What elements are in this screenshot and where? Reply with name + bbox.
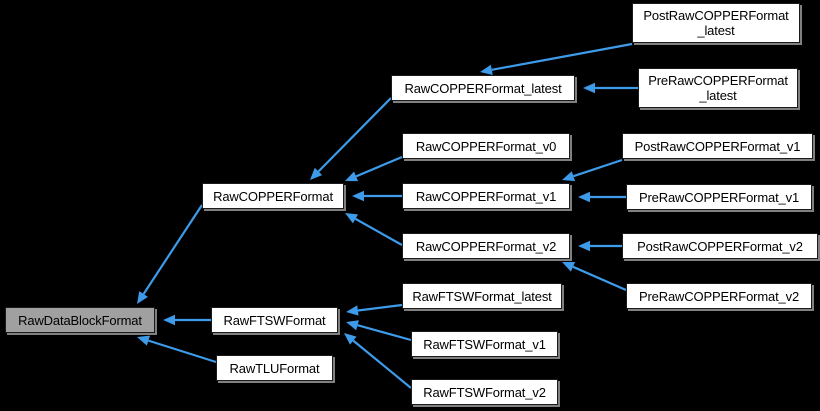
class-node-prerawcopperformat-v2[interactable]: PreRawCOPPERFormat_v2 <box>626 283 812 309</box>
inheritance-edge <box>310 97 392 180</box>
edge-arrowhead <box>578 191 590 203</box>
edge-arrowhead <box>578 240 590 252</box>
class-node-label: RawFTSWFormat_v1 <box>423 336 546 352</box>
edge-arrowhead <box>583 82 595 94</box>
inheritance-edge <box>562 262 627 292</box>
edge-arrowhead <box>344 333 357 345</box>
class-node-label: PostRawCOPPERFormat _latest <box>643 8 789 38</box>
edge-arrowhead <box>345 213 359 224</box>
edge-arrowhead <box>480 64 493 75</box>
class-node-label: RawDataBlockFormat <box>18 312 142 328</box>
class-node-label: RawCOPPERFormat_v1 <box>415 188 557 204</box>
edge-arrowhead <box>562 171 576 182</box>
class-node-rawcopperformat[interactable]: RawCOPPERFormat <box>202 183 344 209</box>
class-node-label: RawCOPPERFormat_latest <box>404 80 562 96</box>
inheritance-edge <box>562 158 623 182</box>
edge-line <box>352 339 412 389</box>
edge-arrowhead <box>346 320 359 331</box>
class-node-rawcopperformat-v2[interactable]: RawCOPPERFormat_v2 <box>402 233 570 259</box>
class-node-rawdatablockformat[interactable]: RawDataBlockFormat <box>5 307 155 333</box>
edge-line <box>355 155 403 178</box>
edge-arrowhead <box>345 171 359 182</box>
edge-arrowhead <box>163 314 175 326</box>
edge-line <box>142 204 203 295</box>
edge-arrowhead <box>310 167 323 180</box>
class-node-label: PostRawCOPPERFormat_v2 <box>637 238 803 254</box>
edge-line <box>317 97 392 173</box>
class-node-label: RawTLUFormat <box>229 360 320 376</box>
edge-arrowhead <box>352 190 364 202</box>
class-node-rawftswformat-v2[interactable]: RawFTSWFormat_v2 <box>411 379 558 405</box>
class-node-label: PostRawCOPPERFormat_v1 <box>634 138 801 154</box>
edge-line <box>357 324 412 342</box>
class-node-rawtluformat[interactable]: RawTLUFormat <box>216 355 333 381</box>
inheritance-edge <box>163 314 211 326</box>
class-node-rawftswformat-latest[interactable]: RawFTSWFormat_latest <box>402 283 562 309</box>
edge-arrowhead <box>562 262 576 272</box>
inheritance-edge <box>137 204 203 304</box>
class-node-label: RawFTSWFormat_v2 <box>423 384 546 400</box>
class-node-prerawcopperformat-latest[interactable]: PreRawCOPPERFormat _latest <box>638 68 798 108</box>
class-node-label: RawCOPPERFormat_v2 <box>415 238 557 254</box>
class-node-label: RawFTSWFormat_latest <box>412 288 552 304</box>
class-node-rawcopperformat-v0[interactable]: RawCOPPERFormat_v0 <box>402 133 570 159</box>
edge-line <box>354 217 403 246</box>
edge-arrowhead <box>346 305 359 316</box>
class-node-rawftswformat-v1[interactable]: RawFTSWFormat_v1 <box>411 331 558 357</box>
class-node-label: RawFTSWFormat <box>223 312 326 328</box>
edge-line <box>148 339 217 364</box>
inheritance-edge <box>352 190 402 202</box>
inheritance-edge <box>346 303 403 316</box>
class-node-label: PreRawCOPPERFormat _latest <box>648 73 788 103</box>
edge-line <box>573 158 623 178</box>
class-node-label: PreRawCOPPERFormat_v1 <box>638 189 800 205</box>
edge-line <box>491 42 633 71</box>
inheritance-edge <box>480 42 633 75</box>
edge-line <box>572 265 627 292</box>
class-node-prerawcopperformat-v1[interactable]: PreRawCOPPERFormat_v1 <box>626 184 812 210</box>
class-node-rawftswformat[interactable]: RawFTSWFormat <box>211 307 338 333</box>
class-node-rawcopperformat-latest[interactable]: RawCOPPERFormat_latest <box>391 75 575 101</box>
edge-line <box>357 303 403 312</box>
class-node-label: RawCOPPERFormat_v0 <box>415 138 557 154</box>
inheritance-edge <box>137 335 217 364</box>
class-node-label: RawCOPPERFormat <box>213 188 333 204</box>
inheritance-edge <box>578 240 622 252</box>
inheritance-edge <box>345 155 403 182</box>
inheritance-edge <box>346 320 412 342</box>
inheritance-edge <box>583 82 638 94</box>
edge-arrowhead <box>137 291 148 304</box>
class-node-rawcopperformat-v1[interactable]: RawCOPPERFormat_v1 <box>402 183 570 209</box>
inheritance-edge <box>578 191 626 203</box>
class-node-postrawcopperformat-v1[interactable]: PostRawCOPPERFormat_v1 <box>622 133 813 159</box>
inheritance-edge <box>345 213 403 246</box>
class-node-postrawcopperformat-latest[interactable]: PostRawCOPPERFormat _latest <box>632 3 800 43</box>
class-node-postrawcopperformat-v2[interactable]: PostRawCOPPERFormat_v2 <box>622 233 818 259</box>
class-node-label: PreRawCOPPERFormat_v2 <box>638 288 800 304</box>
edge-arrowhead <box>137 335 151 346</box>
inheritance-edge <box>344 333 412 389</box>
